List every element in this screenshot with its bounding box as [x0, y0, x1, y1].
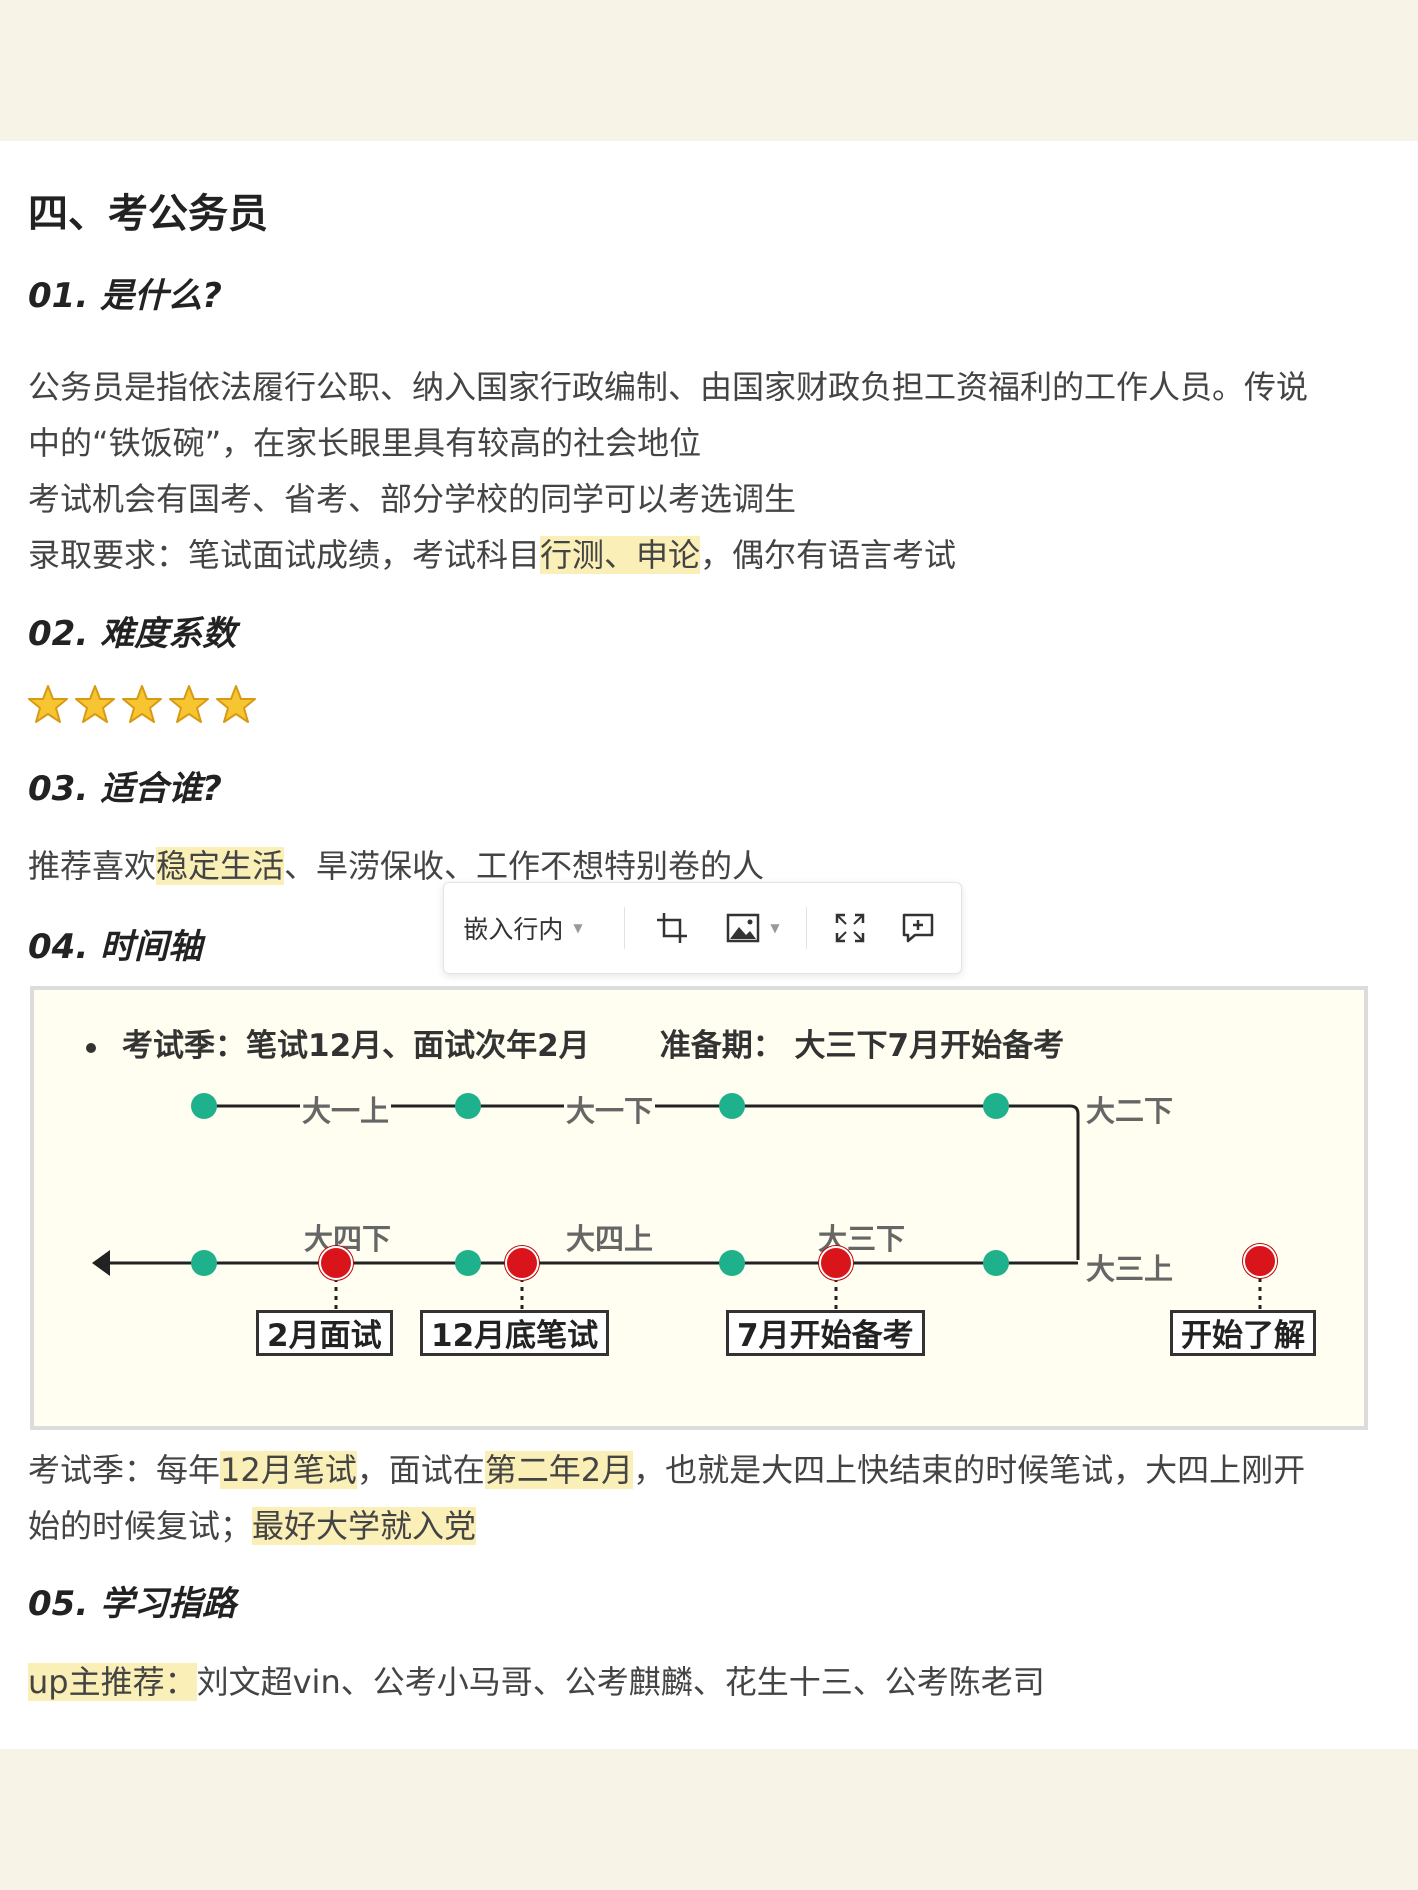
- highlight-text: 最好大学就入党: [252, 1507, 477, 1545]
- bullet-dot: [86, 1042, 96, 1053]
- heading-what-is-it: 01. 是什么?: [28, 276, 222, 316]
- text-span: 刘文超vin、公考小马哥、公考麒麟、花生十三、公考陈老司: [196, 1663, 1045, 1701]
- milestone-dot: [1243, 1244, 1277, 1278]
- text-span: ，也就是大四上快结束的时候笔试，大四上刚开: [633, 1451, 1306, 1489]
- text-span: 录取要求：笔试面试成绩，考试科目: [28, 536, 541, 574]
- timeline-dot: [983, 1093, 1009, 1119]
- text-span: 、旱涝保收、工作不想特别卷的人: [284, 847, 765, 885]
- article-card: 四、考公务员 01. 是什么? 公务员是指依法履行公职、纳入国家行政编制、由国家…: [0, 141, 1418, 1749]
- embed-inline-dropdown[interactable]: 嵌入行内 ▼: [462, 883, 584, 973]
- timeline-dot: [191, 1093, 217, 1119]
- caret-down-icon: ▼: [573, 921, 583, 935]
- image-icon: [727, 913, 760, 943]
- timeline-lines: [92, 1104, 1262, 1318]
- timeline-label: 大一下: [564, 1088, 656, 1130]
- section-title: 四、考公务员: [28, 191, 268, 237]
- paragraph-line: 推荐喜欢稳定生活、旱涝保收、工作不想特别卷的人: [28, 838, 1388, 894]
- milestone-box: 2月面试: [256, 1310, 393, 1356]
- timeline-dot: [455, 1250, 481, 1276]
- milestone-box: 7月开始备考: [726, 1310, 925, 1356]
- highlight-text: 12月笔试: [220, 1451, 357, 1489]
- embed-inline-label: 嵌入行内: [463, 915, 564, 944]
- paragraph-line: 考试机会有国考、省考、部分学校的同学可以考选调生: [28, 480, 797, 518]
- star-icon: [122, 685, 162, 723]
- highlight-text: 行测、申论: [540, 536, 701, 574]
- paragraph-line: 录取要求：笔试面试成绩，考试科目行测、申论，偶尔有语言考试: [28, 527, 1388, 583]
- milestone-box: 12月底笔试: [420, 1310, 610, 1356]
- prep-period-text: 准备期： 大三下7月开始备考: [659, 1028, 1065, 1064]
- crop-button[interactable]: [644, 883, 700, 973]
- add-comment-button[interactable]: [890, 883, 946, 973]
- crop-icon: [657, 913, 687, 943]
- image-style-dropdown[interactable]: ▼: [716, 883, 790, 973]
- highlight-text: 稳定生活: [156, 847, 285, 885]
- image-toolbar: 嵌入行内 ▼ ▼: [443, 882, 962, 974]
- timeline-dot: [191, 1250, 217, 1276]
- timeline-header: 考试季：笔试12月、面试次年2月 准备期： 大三下7月开始备考: [86, 1020, 1064, 1065]
- text-span: 推荐喜欢: [28, 847, 157, 885]
- milestone-dot: [819, 1246, 853, 1280]
- milestone-dot: [319, 1246, 353, 1280]
- text-span: 考试季：每年: [28, 1451, 221, 1489]
- star-icon: [28, 685, 68, 723]
- caption-line: 始的时候复试；最好大学就入党: [28, 1498, 1388, 1554]
- paragraph-line: 中的“铁饭碗”，在家长眼里具有较高的社会地位: [28, 424, 702, 462]
- fullscreen-icon: [835, 913, 865, 943]
- timeline-dot: [719, 1093, 745, 1119]
- highlight-text: 第二年2月: [484, 1451, 634, 1489]
- text-span: ，偶尔有语言考试: [700, 536, 957, 574]
- highlight-text: up主推荐：: [28, 1663, 197, 1701]
- star-icon: [216, 685, 256, 723]
- timeline-figure[interactable]: 考试季：笔试12月、面试次年2月 准备期： 大三下7月开始备考 大一上 大一下 大…: [30, 986, 1368, 1430]
- star-icon: [75, 685, 115, 723]
- timeline-dot: [719, 1250, 745, 1276]
- caret-down-icon: ▼: [770, 921, 780, 935]
- milestone-dot: [505, 1246, 539, 1280]
- caption-line: 考试季：每年12月笔试，面试在第二年2月，也就是大四上快结束的时候笔试，大四上刚…: [28, 1442, 1388, 1498]
- paragraph-line: up主推荐：刘文超vin、公考小马哥、公考麒麟、花生十三、公考陈老司: [28, 1654, 1388, 1710]
- text-span: 始的时候复试；: [28, 1507, 253, 1545]
- timeline-dot: [455, 1093, 481, 1119]
- heading-timeline: 04. 时间轴: [28, 927, 203, 967]
- exam-season-text: 考试季：笔试12月、面试次年2月: [122, 1028, 590, 1064]
- comment-icon: [902, 913, 934, 943]
- heading-who-fits: 03. 适合谁?: [28, 769, 222, 809]
- heading-difficulty: 02. 难度系数: [28, 614, 237, 654]
- star-icon: [169, 685, 209, 723]
- timeline-label: 大四上: [566, 1222, 654, 1256]
- difficulty-rating: [28, 684, 256, 724]
- timeline-label: 大一上: [300, 1088, 392, 1130]
- paragraph-line: 公务员是指依法履行公职、纳入国家行政编制、由国家财政负担工资福利的工作人员。传说: [28, 368, 1309, 406]
- text-span: ，面试在: [356, 1451, 485, 1489]
- timeline-label: 大三上: [1084, 1246, 1176, 1288]
- heading-study-guide: 05. 学习指路: [28, 1584, 237, 1624]
- fullscreen-button[interactable]: [822, 883, 878, 973]
- timeline-dot: [983, 1250, 1009, 1276]
- timeline-label: 大二下: [1084, 1088, 1176, 1130]
- milestone-box: 开始了解: [1170, 1310, 1316, 1356]
